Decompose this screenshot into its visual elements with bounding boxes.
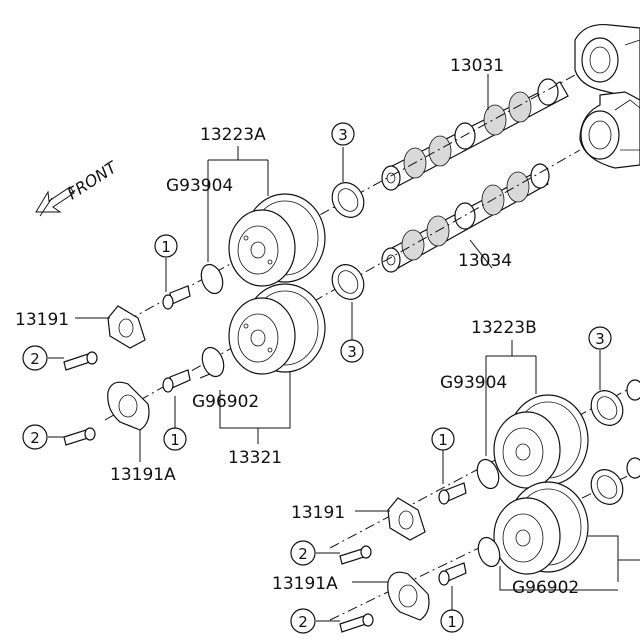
plate-13191a-right: [387, 571, 430, 621]
callout-circle-3-lower-left: 3: [340, 339, 364, 363]
plate-13191a-left: [107, 381, 150, 431]
label-13191a-left: 13191A: [110, 465, 176, 485]
callout-circle-1-lower-left: 1: [163, 427, 187, 451]
front-arrow: FRONT: [35, 157, 121, 217]
cam-sprocket-13321: [228, 283, 326, 375]
camshaft-exhaust-13034: [381, 163, 550, 273]
svg-text:2: 2: [298, 613, 308, 631]
bolt-lower-left: [162, 369, 191, 393]
label-g93904-right: G93904: [440, 373, 507, 393]
svg-text:1: 1: [170, 431, 180, 449]
label-g96902-right: G96902: [512, 578, 579, 598]
callout-circle-1-lower-right: 1: [440, 609, 464, 633]
label-g96902-left: G96902: [192, 392, 259, 412]
svg-text:1: 1: [161, 238, 171, 256]
label-13031: 13031: [450, 56, 504, 76]
callout-circle-2-lower-left: 2: [22, 424, 48, 450]
o-ring-g96902-right: [477, 536, 501, 568]
callout-circle-2-upper-left: 2: [22, 345, 48, 371]
svg-text:3: 3: [595, 330, 605, 348]
oil-seal-upper-right: [590, 390, 624, 426]
bolt-lower-right: [438, 562, 467, 586]
svg-text:2: 2: [30, 429, 40, 447]
bolt-small-lower-right: [339, 613, 374, 633]
plate-13191-left: [107, 305, 146, 349]
o-ring-g93904-left: [200, 263, 224, 295]
svg-text:3: 3: [338, 126, 348, 144]
bolt-small-upper-right: [339, 545, 372, 565]
front-label: FRONT: [64, 157, 121, 203]
callout-circle-3-upper-right: 3: [588, 326, 612, 350]
svg-text:2: 2: [298, 545, 308, 563]
oil-seal-lower-left: [331, 264, 365, 300]
svg-text:1: 1: [438, 431, 448, 449]
plate-13191-right: [387, 497, 426, 541]
callout-circle-1-upper-right: 1: [431, 427, 455, 451]
cylinder-head: [574, 23, 640, 169]
label-13223b: 13223B: [471, 318, 537, 338]
cam-sprocket-13223a: [228, 193, 326, 287]
o-ring-g96902-left: [201, 346, 225, 378]
bolt-upper-left: [162, 285, 191, 310]
oil-seal-lower-right: [590, 469, 624, 505]
svg-text:3: 3: [347, 343, 357, 361]
callout-circle-2-lower-right: 2: [290, 608, 316, 634]
svg-text:1: 1: [447, 613, 457, 631]
callout-circle-3-upper-left: 3: [331, 122, 355, 146]
label-13321: 13321: [228, 448, 282, 468]
label-13034: 13034: [458, 251, 512, 271]
bolt-small-upper-left: [63, 351, 98, 371]
camshaft-intake-13031: [381, 78, 569, 191]
label-13191a-right: 13191A: [272, 574, 338, 594]
label-13191-left: 13191: [15, 310, 69, 330]
svg-text:2: 2: [30, 350, 40, 368]
cam-sprocket-lower-right: [493, 481, 589, 575]
label-13223a: 13223A: [200, 125, 266, 145]
oil-seal-upper-left: [331, 182, 365, 218]
o-ring-g93904-right: [476, 458, 500, 490]
cam-sprocket-13223b: [493, 394, 589, 489]
callout-circle-2-upper-right: 2: [290, 540, 316, 566]
label-g93904-left: G93904: [166, 176, 233, 196]
label-13191-right: 13191: [291, 503, 345, 523]
callout-circle-1-upper-left: 1: [154, 234, 178, 258]
bolt-upper-right: [438, 482, 467, 505]
bolt-small-lower-left: [63, 427, 96, 446]
